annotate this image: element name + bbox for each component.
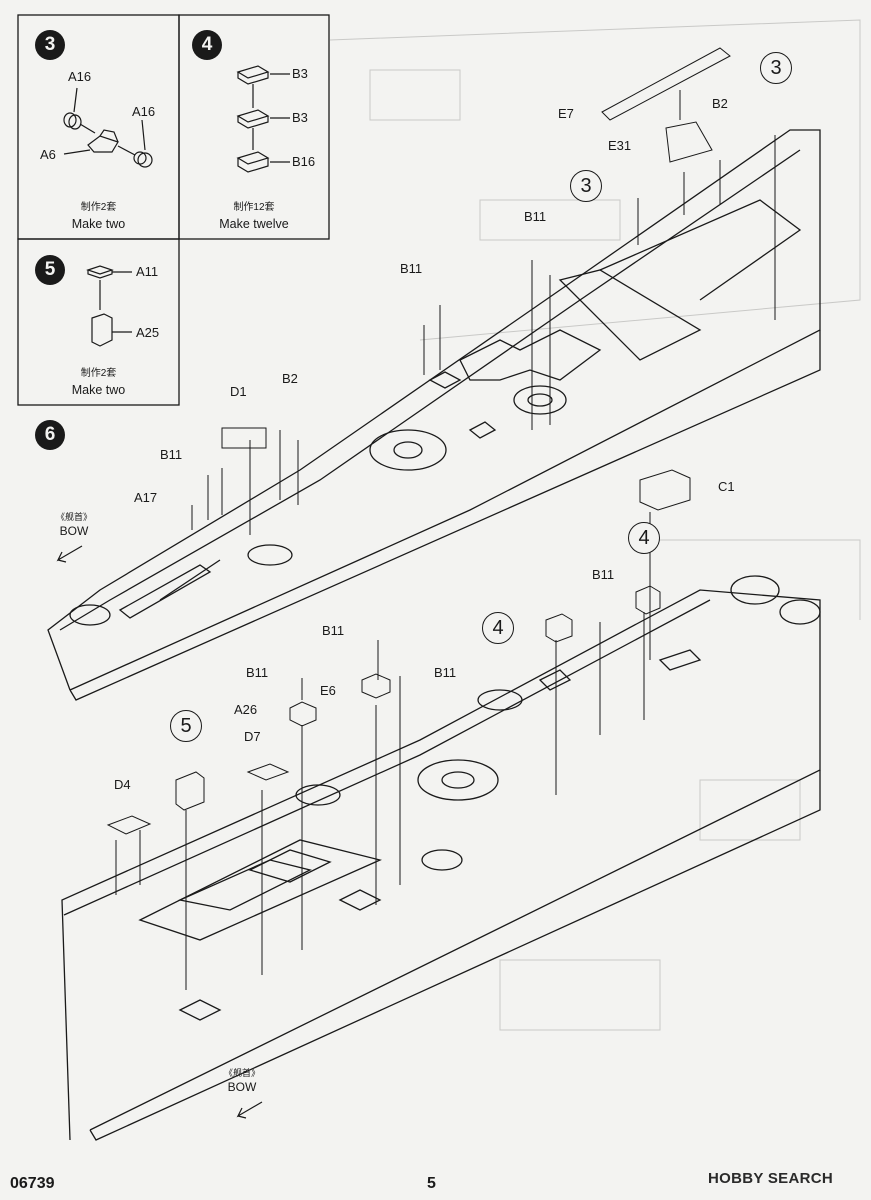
part-label-b3-mid: B3 [292, 110, 308, 125]
part-label-a16-top: A16 [68, 69, 92, 84]
step-3-badge: 3 [35, 30, 65, 60]
step-6-badge: 6 [35, 420, 65, 450]
part-label-d1: D1 [230, 384, 247, 399]
part-label-b3-top: B3 [292, 66, 308, 81]
step-5-badge: 5 [35, 255, 65, 285]
bow-marker-upper-en: BOW [59, 524, 89, 538]
bow-marker-upper-cn: 《舰首》 [55, 512, 92, 522]
step5-note: 制作2套 Make two [18, 366, 179, 398]
ref-step4-mid: 4 [482, 612, 514, 644]
part-label-b2-right: B2 [712, 96, 728, 111]
part-label-c1: C1 [718, 479, 735, 494]
bow-marker-upper: 《舰首》 BOW [46, 510, 102, 538]
part-label-e31: E31 [608, 138, 632, 153]
step5-parts [86, 265, 132, 347]
upper-leaders [191, 47, 776, 535]
part-label-a26: A26 [234, 702, 258, 717]
part-label-b11-lower-right: B11 [434, 665, 457, 680]
step3-note-cn: 制作2套 [80, 202, 117, 213]
step5-frame [17, 238, 180, 406]
bow-arrows [56, 545, 263, 1119]
step-4-badge: 4 [192, 30, 222, 60]
bow-marker-lower-en: BOW [227, 1080, 257, 1094]
part-label-a17: A17 [134, 490, 158, 505]
part-label-b11-lower-top: B11 [322, 623, 345, 638]
bow-marker-lower-cn: 《舰首》 [223, 1068, 260, 1078]
step4-note: 制作12套 Make twelve [179, 200, 329, 232]
part-label-b11-lower-left: B11 [246, 665, 269, 680]
step3-note-en: Make two [71, 217, 126, 231]
part-label-e7: E7 [558, 106, 574, 121]
step3-parts [63, 87, 153, 168]
watermark-logo: HOBBY SEARCH [708, 1170, 834, 1187]
bow-marker-lower: 《舰首》 BOW [214, 1066, 270, 1094]
part-label-a16-right: A16 [132, 104, 156, 119]
step4-parts [236, 65, 290, 173]
step5-note-en: Make two [71, 383, 126, 397]
ref-step3-right: 3 [760, 52, 792, 84]
part-label-b16: B16 [292, 154, 316, 169]
part-label-b11-fwd: B11 [160, 447, 183, 462]
ref-step5: 5 [170, 710, 202, 742]
part-label-d4: D4 [114, 777, 131, 792]
product-code: 06739 [10, 1175, 55, 1192]
page-number: 5 [427, 1175, 436, 1192]
part-label-e6: E6 [320, 683, 336, 698]
part-label-b11-upper-left: B11 [400, 261, 423, 276]
step5-note-cn: 制作2套 [80, 368, 117, 379]
part-label-a25: A25 [136, 325, 160, 340]
step4-note-en: Make twelve [219, 217, 289, 231]
step4-note-cn: 制作12套 [233, 202, 275, 213]
part-label-a11: A11 [136, 264, 159, 279]
ref-step3-mid: 3 [570, 170, 602, 202]
ref-step4-top: 4 [628, 522, 660, 554]
part-label-b2-left: B2 [282, 371, 298, 386]
step4-frame [178, 14, 330, 240]
lower-hull [61, 575, 821, 1141]
part-label-b11-aft: B11 [592, 567, 615, 582]
part-label-d7: D7 [244, 729, 261, 744]
upper-hull [47, 129, 821, 701]
part-label-b11-mid: B11 [524, 209, 547, 224]
part-label-a6: A6 [40, 147, 56, 162]
step3-note: 制作2套 Make two [18, 200, 179, 232]
